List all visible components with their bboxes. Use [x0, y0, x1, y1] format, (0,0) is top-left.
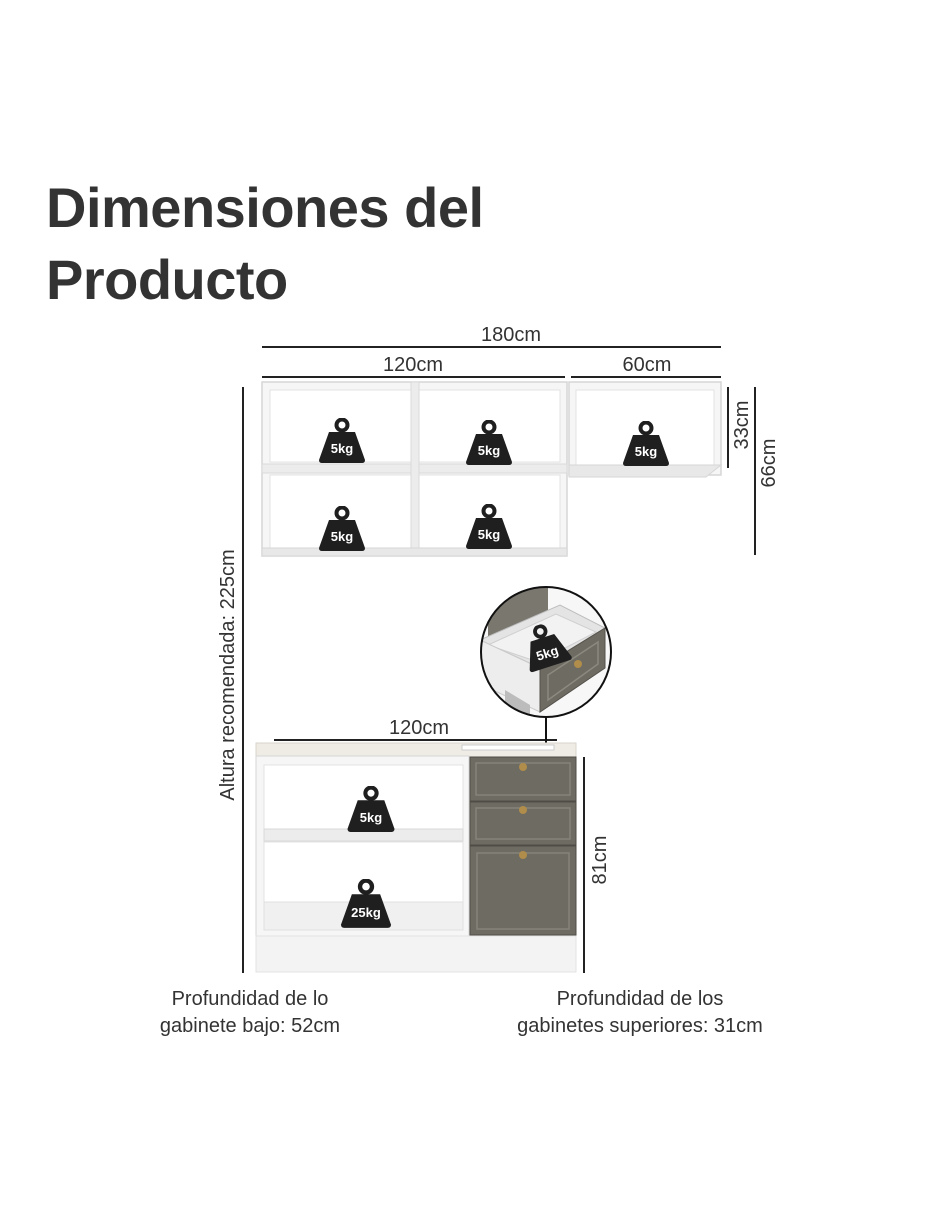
weight-icon: 5kg — [317, 506, 367, 552]
upper-left-width-label: 120cm — [383, 354, 443, 376]
weight-icon: 5kg — [515, 617, 575, 675]
lower-height-label: 81cm — [589, 836, 611, 885]
weight-icon: 5kg — [464, 504, 514, 550]
dimension-lines — [242, 346, 756, 973]
weight-icon: 5kg — [317, 418, 367, 464]
weight-icon: 25kg — [341, 881, 391, 928]
lower-depth-caption: Profundidad de lo gabinete bajo: 52cm — [130, 986, 370, 1040]
weight-icon: 5kg — [348, 788, 395, 832]
upper-right-height-label: 33cm — [731, 401, 753, 450]
lower-depth-line-1: Profundidad de lo — [171, 988, 329, 1010]
weight-icon: 5kg — [464, 420, 514, 466]
weight-label: 5kg — [635, 444, 657, 459]
lower-depth-line-2: gabinete bajo: 52cm — [159, 1015, 341, 1037]
weight-label: 25kg — [351, 905, 381, 920]
weight-icon: 5kg — [621, 421, 671, 467]
upper-depth-line-1: Profundidad de los — [556, 988, 724, 1010]
upper-depth-line-2: gabinetes superiores: 31cm — [517, 1015, 763, 1037]
weight-label: 5kg — [331, 441, 353, 456]
lower-width-label: 120cm — [389, 717, 449, 739]
title-line-1: Dimensiones del — [46, 176, 484, 239]
weight-label: 5kg — [360, 810, 382, 825]
recommended-height-label: Altura recomendada: 225cm — [217, 549, 239, 800]
upper-total-height-label: 66cm — [758, 439, 780, 488]
total-width-label: 180cm — [481, 324, 541, 346]
lower-cabinet-drawers — [469, 756, 577, 936]
weight-label: 5kg — [331, 529, 353, 544]
title-line-2: Producto — [46, 248, 288, 311]
page-title: Dimensiones del Producto — [46, 172, 484, 316]
weight-label: 5kg — [478, 443, 500, 458]
weight-label: 5kg — [478, 527, 500, 542]
weight-label: 5kg — [534, 643, 560, 664]
upper-depth-caption: Profundidad de los gabinetes superiores:… — [490, 986, 790, 1040]
upper-right-width-label: 60cm — [623, 354, 672, 376]
upper-left-cabinet — [261, 381, 568, 557]
